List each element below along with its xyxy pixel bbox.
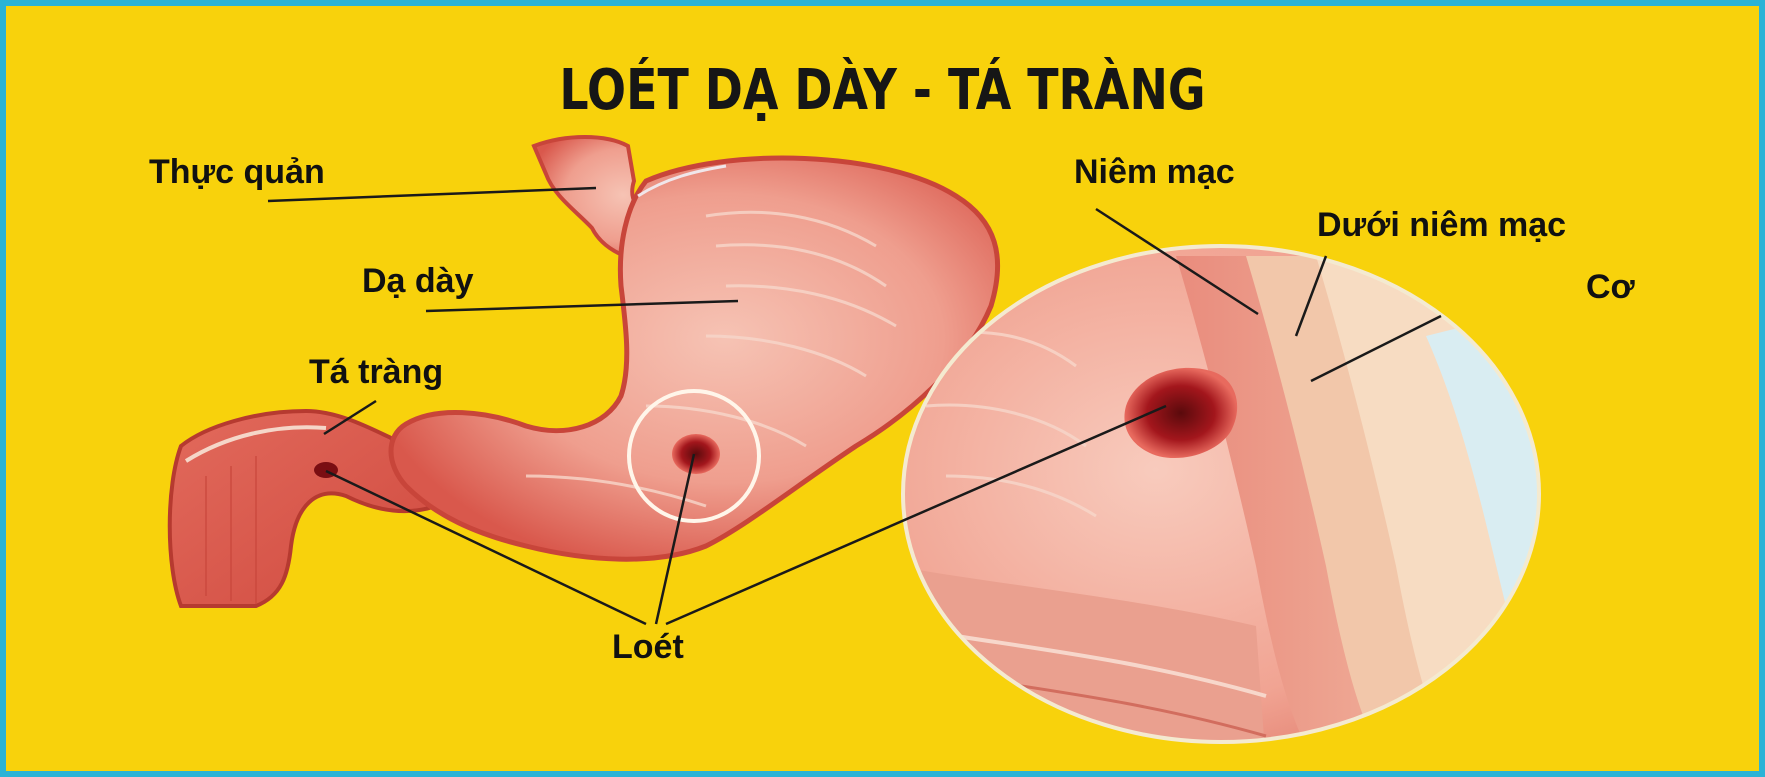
label-esophagus: Thực quản (149, 153, 325, 192)
label-duodenum: Tá tràng (309, 353, 443, 392)
diagram-title: LOÉT DẠ DÀY - TÁ TRÀNG (164, 58, 1601, 123)
stomach-ulcer (672, 434, 720, 474)
label-stomach: Dạ dày (362, 262, 474, 301)
zoom-circle (896, 236, 1546, 766)
label-muscle: Cơ (1586, 268, 1635, 307)
label-mucosa: Niêm mạc (1074, 153, 1235, 192)
label-ulcer: Loét (612, 628, 684, 667)
label-submucosa: Dưới niêm mạc (1317, 206, 1566, 245)
diagram-frame: LOÉT DẠ DÀY - TÁ TRÀNG Thực quản Dạ dày … (6, 6, 1759, 771)
